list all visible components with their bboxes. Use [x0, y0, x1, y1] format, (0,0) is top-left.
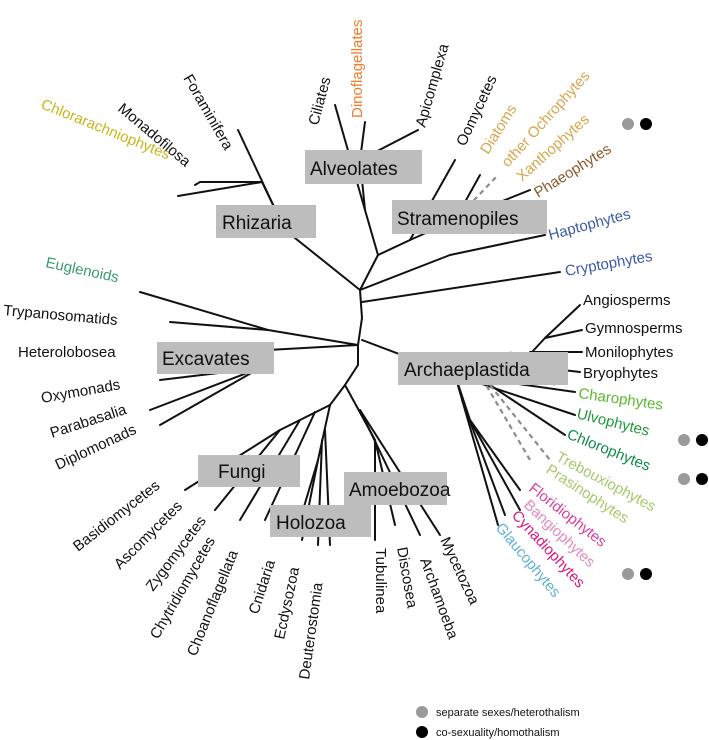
label-heterolobosea: Heterolobosea [18, 344, 116, 361]
branch-chlorarachnio [177, 181, 263, 197]
branch-chlorophytes [489, 384, 566, 436]
label-ecdysozoa: Ecdysozoa [271, 565, 303, 641]
stramenopiles-box [392, 200, 547, 234]
label-monilophytes: Monilophytes [585, 344, 673, 361]
group-holozoa: Holozoa [276, 513, 346, 534]
branch-diplomonads [159, 367, 261, 426]
branch-gymnosperms [544, 329, 583, 339]
holozoa-box [270, 505, 371, 537]
excavates-box [157, 342, 274, 374]
chlorophytes-separate-dot [678, 434, 690, 446]
branch-rhodophytes [454, 374, 521, 491]
glaucophytes-separate-dot [622, 568, 634, 580]
branch-parabasalia [149, 367, 261, 411]
label-bryophytes: Bryophytes [583, 365, 658, 382]
branch-glaucophytes [454, 374, 499, 526]
branch-cynadiophytes [461, 399, 506, 516]
legend-cosexual-dot [416, 726, 428, 738]
group-stramenopiles: Stramenopiles [397, 209, 518, 230]
branch-bangiophytes [469, 419, 521, 511]
branch-monadofilosa [194, 181, 263, 186]
glaucophytes-cosexual-dot [640, 568, 652, 580]
dashed-branch-prasinophytes [481, 377, 531, 461]
amoebozoa-box [344, 472, 447, 505]
label-euglenoids: Euglenoids [44, 254, 120, 286]
branch-core [357, 289, 363, 366]
legend: separate sexes/heterothalism co-sexualit… [416, 706, 580, 739]
label-discosea: Discosea [393, 546, 421, 610]
taxon-labels: Chlorarachniophytes Monadofilosa Foramin… [3, 20, 683, 681]
archaeplastida-box [398, 352, 568, 385]
mating-markers [622, 118, 708, 580]
branch-sar [359, 254, 379, 291]
branch-trypanosomatids [169, 321, 269, 331]
trebouxiophytes-cosexual-dot [696, 473, 708, 485]
label-cryptophytes: Cryptophytes [564, 248, 654, 280]
legend-separate-label: separate sexes/heterothalism [436, 707, 580, 719]
branch-cryptophytes [361, 271, 561, 303]
label-apicomplexa: Apicomplexa [413, 41, 453, 129]
group-fungi: Fungi [218, 462, 266, 483]
alveolates-box [305, 150, 422, 184]
label-haptophytes: Haptophytes [547, 206, 633, 244]
label-tubulinea: Tubulinea [372, 548, 389, 614]
branch-euglenoids [139, 291, 359, 346]
label-trypanosomatids: Trypanosomatids [3, 302, 119, 329]
rhizaria-box [216, 205, 316, 238]
dashed-branch-trebouxiophytes [489, 384, 551, 461]
chlorophytes-cosexual-dot [696, 434, 708, 446]
label-angiosperms: Angiosperms [583, 292, 671, 309]
group-amoebozoa: Amoebozoa [349, 480, 451, 501]
branch-haptophytes [359, 234, 546, 291]
legend-cosexual-label: co-sexuality/homothalism [436, 727, 560, 739]
phaeophytes-separate-dot [622, 118, 634, 130]
group-rhizaria: Rhizaria [222, 213, 292, 234]
label-gymnosperms: Gymnosperms [585, 320, 683, 337]
fungi-box [198, 455, 300, 487]
trebouxiophytes-separate-dot [678, 473, 690, 485]
legend-separate-dot [416, 706, 428, 718]
label-cnidaria: Cnidaria [246, 557, 280, 616]
label-ciliates: Ciliates [305, 75, 334, 127]
phaeophytes-cosexual-dot [640, 118, 652, 130]
group-labels: Alveolates Rhizaria Stramenopiles Excava… [157, 150, 568, 537]
label-deuterostomia: Deuterostomia [296, 581, 327, 681]
label-foraminifera: Foraminifera [180, 72, 237, 154]
group-alveolates: Alveolates [310, 159, 398, 180]
group-archaeplastida: Archaeplastida [404, 360, 530, 381]
group-excavates: Excavates [162, 349, 250, 370]
label-oxymonads: Oxymonads [40, 376, 122, 407]
label-dinoflagellates: Dinoflagellates [349, 20, 366, 118]
